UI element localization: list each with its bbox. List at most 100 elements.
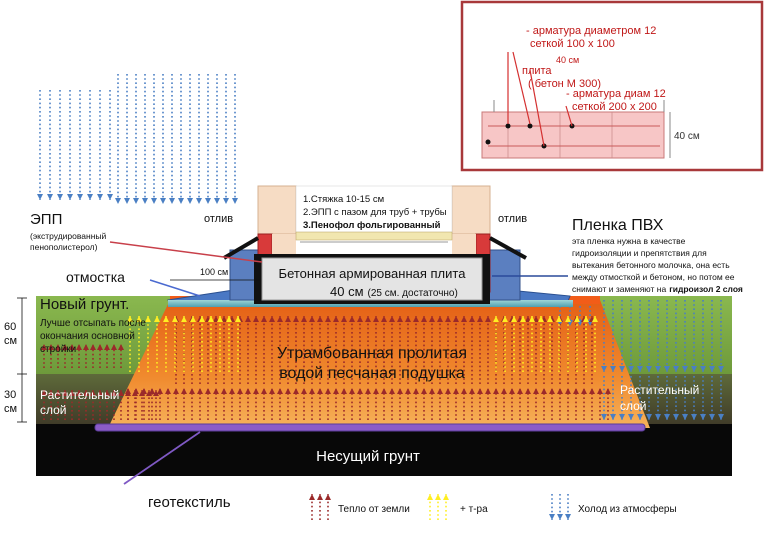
cold-arrow [655,300,661,372]
heat-arrow [373,316,379,384]
bearing-soil-layer [36,424,732,476]
heat-arrow [485,388,491,420]
epp-desc-2: пенополистерол) [30,242,98,252]
heat-arrow [421,388,427,420]
cold-arrow [682,376,688,420]
temp-arrow [199,316,205,372]
legend-cold-arrow [565,494,571,520]
cold-arrow [619,376,625,420]
cushion-label-1: Утрамбованная пролитая [277,345,467,362]
heat-arrow [146,390,152,420]
new-soil-desc-2: окончания основной [40,331,135,342]
heat-arrow [469,388,475,420]
plant-right-label-1: Растительный [620,383,699,397]
heat-arrow [421,316,427,384]
heat-arrow [149,388,155,420]
heat-arrow [381,316,387,384]
legend-heat-arrow [325,494,331,520]
legend-heat-label: Тепло от земли [338,504,410,515]
heat-arrow [293,388,299,420]
heat-arrow [277,388,283,420]
pvc-desc-2: гидроизоляции и препятствия для [572,248,707,258]
cold-arrow [77,90,83,200]
heat-arrow [477,388,483,420]
cold-arrow [232,74,238,204]
heat-arrow [229,388,235,420]
heat-arrow [285,316,291,384]
cold-arrow [655,376,661,420]
pvc-desc-1: эта пленка нужна в качестве [572,236,686,246]
heat-arrow [111,344,117,368]
cold-arrow [160,74,166,204]
otliv-right-shape [489,236,527,260]
legend: Тепло от земли + т-ра Холод из атмосферы [338,503,677,515]
heat-arrow [533,388,539,420]
inset-leader [529,69,545,147]
heat-arrow [309,388,315,420]
slab-body [261,257,483,301]
heat-arrow [589,388,595,420]
heat-arrow [301,316,307,384]
legend-temp-arrow [435,494,441,520]
legend-heat-arrow [317,494,323,520]
dim-60-unit: см [4,335,17,347]
heat-arrow [133,388,139,420]
inset-slab-label: плита [522,65,552,77]
heat-arrow [525,316,531,384]
cold-arrow [67,90,73,200]
geotextile-leader [123,431,201,485]
heat-arrow [525,388,531,420]
temp-arrow [493,316,499,372]
epp-desc-1: (экструдированный [30,231,107,241]
temp-arrow [127,316,133,372]
legend-temp-arrow [427,494,433,520]
floor-layers [295,185,453,235]
cold-arrow [700,300,706,372]
epp-title: ЭПП [30,211,62,228]
geotextile-line [94,423,646,432]
heat-arrow [461,388,467,420]
cold-arrow [169,74,175,204]
pvc-desc-3: вытекания бетонного молочка, она есть [572,260,730,270]
dim-100-label: 100 см [200,267,228,277]
heat-arrow [48,390,54,420]
inset-dot [527,123,533,129]
heat-arrow [104,344,110,368]
heat-arrow [269,388,275,420]
slab-main-label: Бетонная армированная плита [279,266,467,281]
cold-arrow [151,74,157,204]
heat-arrow [90,344,96,368]
layers-note-1: 1.Стяжка 10-15 см [303,194,384,205]
temp-arrow [511,316,517,372]
dim-60-value: 60 [4,321,16,333]
heat-arrow [261,316,267,384]
heat-arrow [389,388,395,420]
heat-arrow [141,388,147,420]
heat-arrow [357,316,363,384]
bearing-soil-label: Несущий грунт [316,448,420,465]
legend-heat-arrow [309,494,315,520]
cold-arrow [187,74,193,204]
heat-arrow [445,388,451,420]
cold-arrow [87,90,93,200]
cold-arrow [709,376,715,420]
temp-arrow [574,316,580,372]
legend-cold-arrow [549,494,555,520]
heat-arrow [261,388,267,420]
cold-arrow [619,300,625,372]
heat-arrow [485,316,491,384]
heat-arrow [325,388,331,420]
heat-arrow [445,316,451,384]
heat-arrow [197,388,203,420]
heat-arrow [541,388,547,420]
plant-left-label-1: Растительный [40,388,119,402]
heat-arrow [41,344,47,368]
cold-arrow [97,90,103,200]
heat-arrow [429,316,435,384]
inset-leader [565,105,573,127]
cold-arrow [664,300,670,372]
inset-rebar-bottom-2: сеткой 200 x 200 [572,101,657,113]
heat-arrow [62,344,68,368]
heat-arrow [189,388,195,420]
temp-arrow [217,316,223,372]
